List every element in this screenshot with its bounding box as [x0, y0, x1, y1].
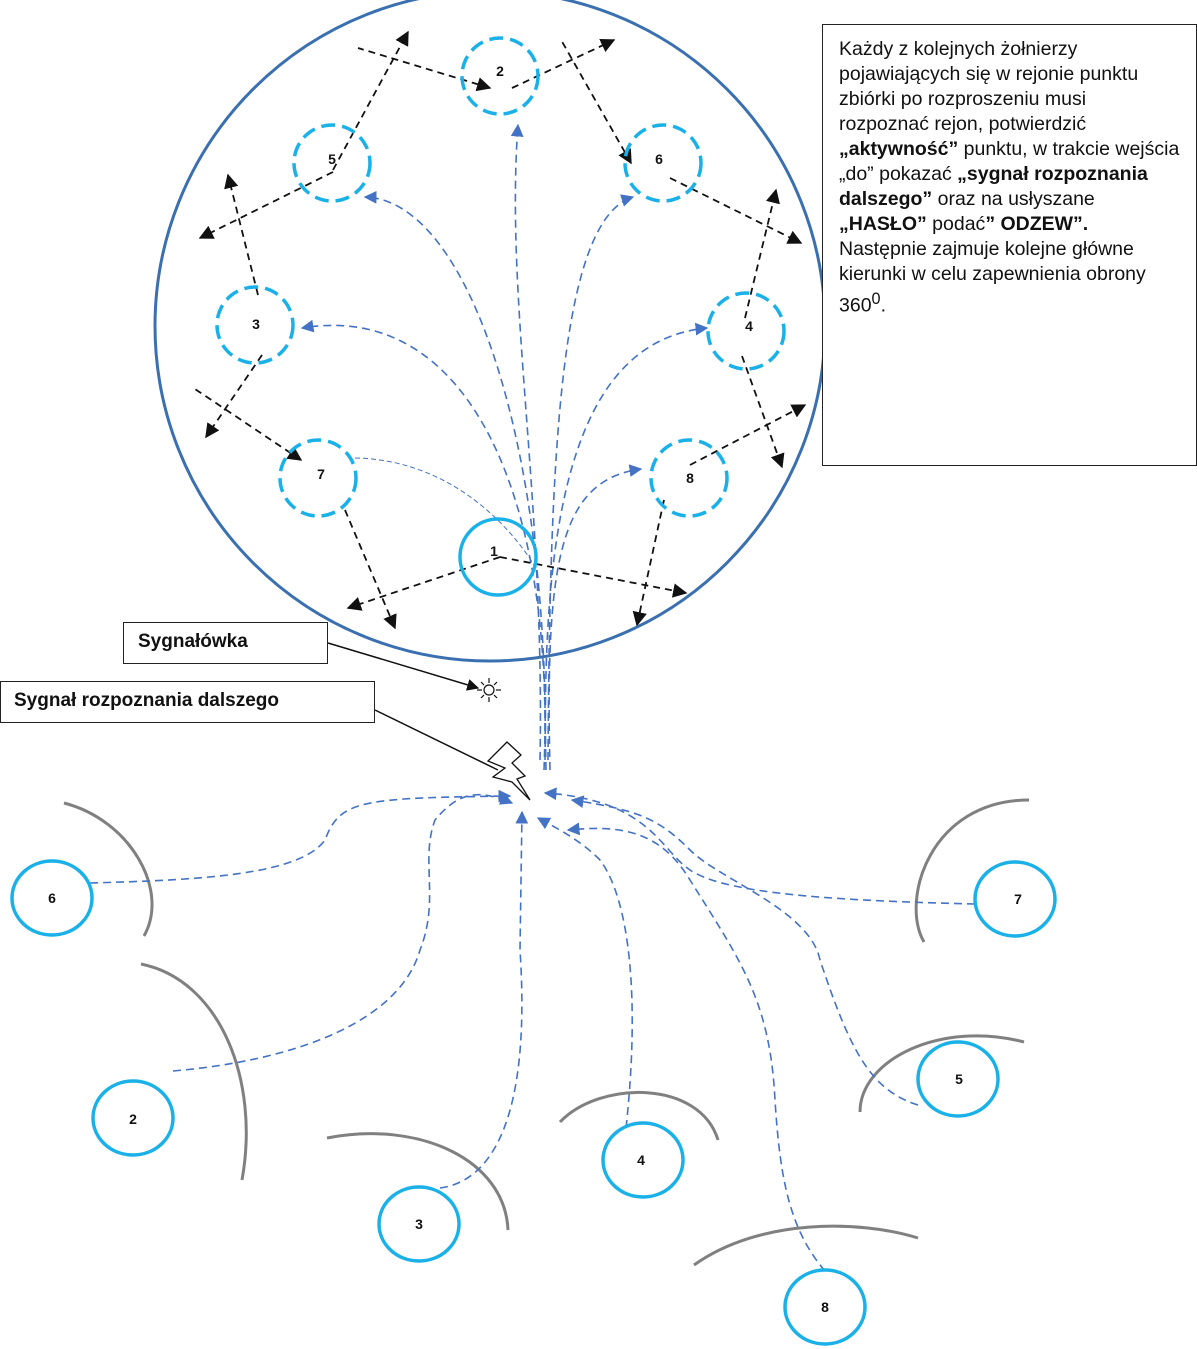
cover-arc-3 [326, 1132, 510, 1231]
outer-route-6 [89, 789, 512, 884]
soldier-7-circle [973, 860, 1057, 938]
route-to-6 [547, 194, 635, 761]
sector-arrow-4-up [744, 188, 780, 319]
cover-arc-5 [858, 1034, 1025, 1113]
soldier-6-circle [10, 859, 94, 937]
position-3-label: 3 [252, 316, 260, 332]
route-to-4 [544, 322, 709, 771]
position-5-circle [292, 123, 372, 203]
sector-arrow-6-up [559, 37, 632, 165]
soldier-2-circle [91, 1079, 175, 1157]
sector-arrow-3-down [205, 354, 263, 439]
sector-arrow-1-right [499, 556, 688, 598]
outer-route-5 [570, 795, 919, 1106]
position-8-circle [649, 438, 729, 518]
position-1-circle [458, 517, 538, 597]
position-8-label: 8 [686, 470, 694, 486]
cover-arc-2 [140, 962, 248, 1181]
soldier-5-circle [916, 1040, 1000, 1118]
lightning-icon [486, 741, 531, 801]
soldier-5-label: 5 [955, 1071, 963, 1087]
route-to-7 [354, 457, 538, 571]
outer-routes [89, 787, 976, 1272]
outer-route-8 [566, 822, 826, 1272]
outer-route-4 [536, 817, 634, 1129]
soldier-4-label: 4 [637, 1152, 645, 1168]
outer-route-2 [172, 792, 514, 1072]
sector-arrows [191, 30, 807, 630]
sector-arrow-7-up [191, 386, 303, 461]
position-7-circle [278, 438, 358, 518]
route-to-5 [363, 190, 547, 761]
soldier-8-circle [783, 1268, 867, 1346]
instruction-text: Każdy z kolejnych żołnierzy pojawiającyc… [839, 38, 1180, 317]
sector-arrow-8-down [632, 499, 665, 627]
cover-arc-7 [914, 798, 1030, 943]
sector-arrow-5-right [332, 30, 409, 171]
inner-position-labels: 1 2 5 6 3 4 7 8 [252, 63, 753, 559]
outside-position-labels: 6 7 2 3 4 5 8 [48, 890, 1022, 1315]
sector-arrow-1-left [346, 556, 501, 611]
inner-routes [300, 123, 709, 771]
route-to-3 [300, 319, 546, 771]
position-7-label: 7 [317, 466, 325, 482]
position-2-label: 2 [496, 63, 504, 79]
position-3-circle [215, 285, 295, 365]
sector-arrow-3-up [224, 173, 259, 296]
soldier-2-label: 2 [129, 1111, 137, 1127]
position-6-circle [623, 123, 703, 203]
position-2-circle [460, 36, 540, 116]
position-1-label: 1 [490, 543, 498, 559]
signal-flare-label-box: Sygnałówka [123, 622, 328, 664]
outside-positions [10, 859, 1057, 1346]
position-4-label: 4 [745, 318, 753, 334]
route-to-2 [510, 123, 542, 761]
position-6-label: 6 [655, 151, 663, 167]
recognition-signal-label-box: Sygnał rozpoznania dalszego [0, 681, 375, 723]
soldier-7-label: 7 [1014, 891, 1022, 907]
soldier-8-label: 8 [821, 1299, 829, 1315]
cover-arc-6 [63, 801, 154, 937]
sector-arrow-2-right [511, 39, 616, 89]
instruction-text-box: Każdy z kolejnych żołnierzy pojawiającyc… [822, 24, 1197, 466]
position-5-label: 5 [328, 151, 336, 167]
sector-arrow-4-down [741, 355, 785, 469]
soldier-3-label: 3 [415, 1216, 423, 1232]
recognition-leader-line [374, 709, 499, 771]
outer-route-3 [439, 810, 529, 1189]
route-to-8 [548, 464, 643, 771]
sector-arrow-5-left [198, 171, 334, 239]
cover-arc-8 [693, 1224, 919, 1267]
soldier-6-label: 6 [48, 890, 56, 906]
soldier-4-circle [601, 1121, 685, 1199]
cover-arc-4 [558, 1090, 720, 1141]
signal-flare-icon [477, 678, 501, 702]
signal-flare-label: Sygnałówka [138, 631, 248, 652]
soldier-3-circle [377, 1185, 461, 1263]
outer-route-7 [543, 787, 976, 905]
position-4-circle [706, 291, 786, 371]
cover-arcs [63, 798, 1030, 1267]
signal-leader-line [327, 642, 480, 691]
recognition-signal-label: Sygnał rozpoznania dalszego [14, 690, 279, 711]
inner-positions [215, 36, 786, 597]
sector-arrow-8-up [689, 404, 807, 466]
sector-arrow-7-down [344, 509, 397, 630]
sector-arrow-2-left [357, 47, 492, 92]
